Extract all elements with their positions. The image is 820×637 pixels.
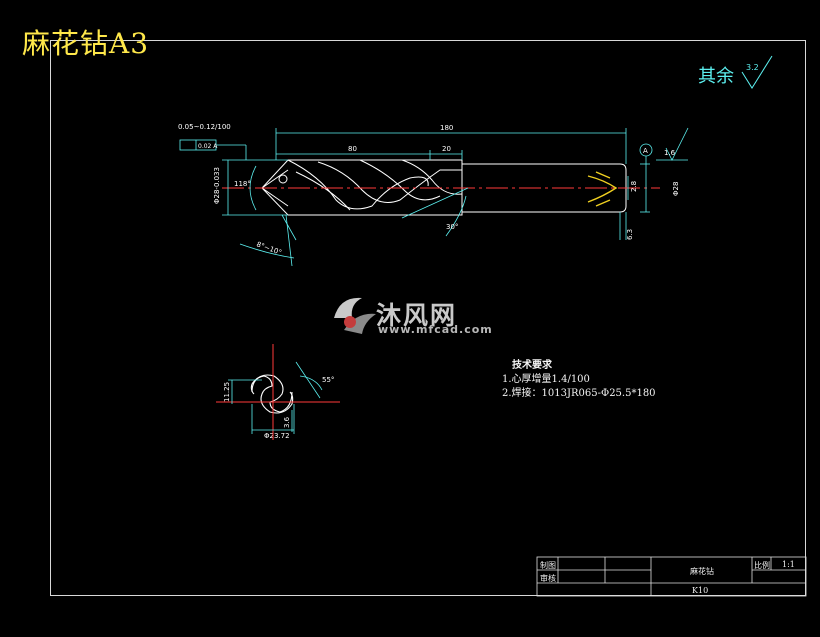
tech-heading: 技术要求	[512, 360, 552, 371]
title-block	[536, 556, 807, 597]
helix-angle-dim: 30°	[446, 223, 458, 231]
dimension-lines	[179, 127, 689, 267]
tolerance-frame-text: 0.02 A	[198, 143, 218, 150]
web-offset-dim: 3.6	[283, 416, 291, 428]
flute-length-dim: 80	[348, 145, 357, 153]
drill-cross-section	[250, 374, 294, 414]
end-step-dim: 2.8	[630, 181, 638, 192]
end-chamfer-dim: 6.3	[626, 229, 634, 240]
overall-length-dim: 180	[440, 124, 453, 132]
section-dimension-lines	[228, 361, 323, 434]
watermark: 沐风网 www.mfcad.com	[330, 296, 500, 338]
tb-part-name: 麻花钻	[690, 567, 714, 576]
drawing-border	[50, 40, 806, 596]
watermark-logo-icon	[334, 297, 376, 334]
watermark-text: 沐风网	[376, 301, 458, 330]
point-angle-dim: 118°	[234, 180, 251, 188]
tb-scale-label: 比例	[754, 561, 770, 570]
watermark-url: www.mfcad.com	[378, 323, 493, 336]
tech-item: 1.心厚增量1.4/100	[502, 374, 590, 385]
tb-material: K10	[692, 586, 709, 595]
section-diameter-dim: Φ23.72	[264, 432, 290, 440]
datum-a-symbol	[639, 143, 653, 157]
roughness-value: 3.2	[746, 63, 759, 72]
section-center-lines	[216, 344, 340, 440]
shank-step-dim: 20	[442, 145, 451, 153]
roughness-label: 其余	[698, 66, 734, 87]
tb-drawn-label: 制图	[540, 561, 556, 570]
runout-note: 0.05~0.12/100	[178, 123, 231, 131]
shank-roughness: 1.6	[664, 149, 676, 157]
tb-checked-label: 审核	[540, 574, 556, 583]
section-angle-dim: 55°	[322, 376, 334, 384]
datum-label: A	[643, 147, 648, 155]
web-width-dim: 11.25	[223, 382, 231, 402]
shank-diameter-dim: Φ28	[672, 182, 680, 196]
shank-end-detail	[587, 171, 618, 207]
tech-requirements: 技术要求 1.心厚增量1.4/100 2.焊接：1013JR065-Φ25.5*…	[502, 359, 656, 401]
body-diameter-dim: Φ28-0.033	[213, 167, 221, 204]
tech-item: 2.焊接：1013JR065-Φ25.5*180	[502, 388, 656, 399]
tb-scale-value: 1:1	[782, 560, 795, 569]
roughness-symbol-icon	[741, 55, 773, 89]
general-roughness-note: 其余	[698, 62, 734, 88]
drawing-title: 麻花钻A3	[22, 27, 150, 60]
lip-relief-dim: 8°~10°	[255, 240, 282, 256]
